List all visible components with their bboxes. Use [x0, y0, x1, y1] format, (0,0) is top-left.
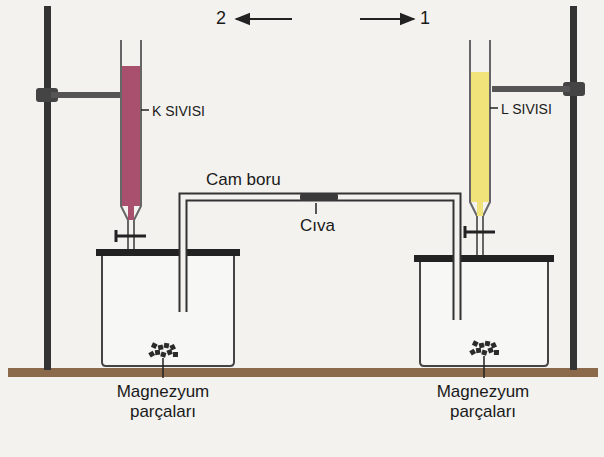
magnesium-label: Magnezyum parçaları: [98, 382, 228, 422]
direction-arrow: [360, 18, 414, 20]
stand-rod: [44, 6, 51, 370]
leader-line: [141, 109, 149, 111]
liquid-l: [470, 72, 490, 202]
glass-tube: [183, 197, 457, 320]
callout-number: 1: [420, 8, 430, 28]
magnesium-pieces: [148, 342, 178, 357]
table-board: [8, 368, 598, 377]
direction-arrow: [236, 18, 292, 20]
stopcock: [116, 235, 146, 238]
beaker-lid: [96, 249, 240, 256]
mercury-drop: [300, 193, 338, 201]
callout-number: 2: [216, 8, 226, 28]
mercury-label: Cıva: [300, 216, 335, 236]
magnesium-pieces: [469, 340, 499, 355]
leader-line: [162, 358, 164, 378]
beaker: [420, 262, 548, 366]
clamp-arm: [51, 92, 121, 98]
leader-line: [315, 203, 317, 214]
liquid-k: [121, 66, 141, 206]
tube-label: Cam boru: [206, 170, 281, 190]
clamp-arm: [492, 86, 570, 92]
leader-line: [483, 356, 485, 378]
stopcock: [465, 231, 495, 234]
beaker: [102, 256, 234, 366]
beaker-lid: [414, 255, 554, 262]
stand-rod: [570, 6, 577, 370]
liquid-label: K SIVISI: [152, 101, 205, 121]
leader-line: [490, 107, 498, 109]
liquid-label: L SIVISI: [501, 99, 552, 119]
magnesium-label: Magnezyum parçaları: [418, 382, 548, 422]
